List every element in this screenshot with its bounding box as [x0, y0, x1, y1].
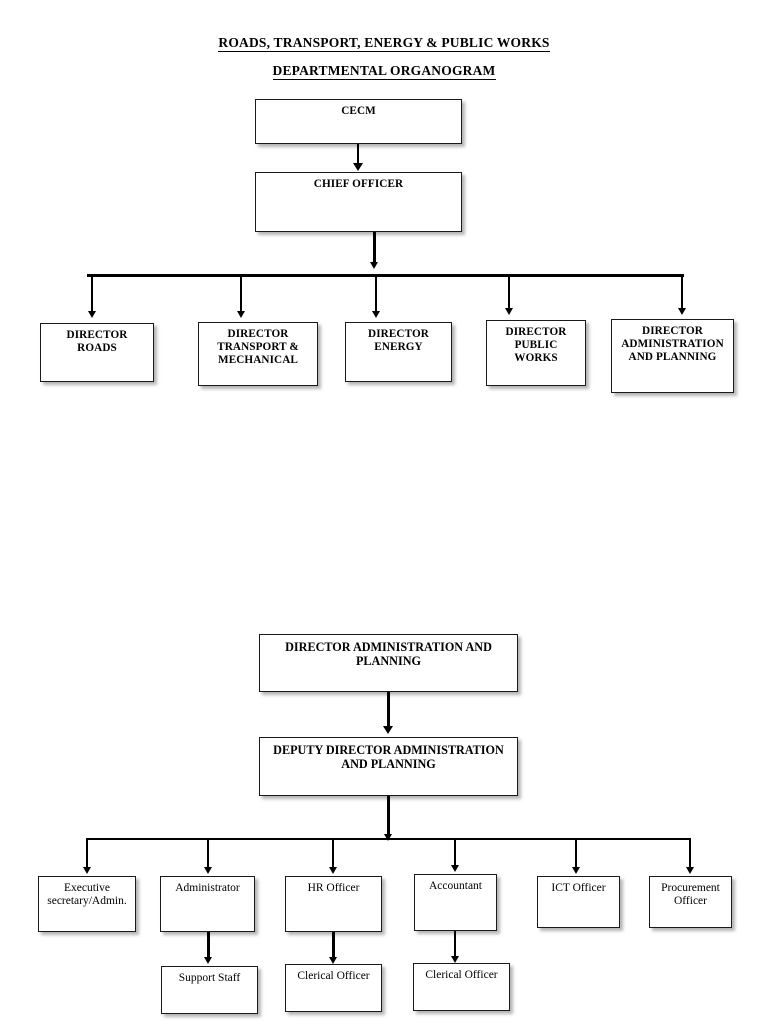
node-director-energy[interactable]: DIRECTOR ENERGY [345, 322, 452, 382]
node-director-administration-planning-label: DIRECTOR ADMINISTRATION AND PLANNING [621, 325, 724, 364]
node-executive-secretary[interactable]: Executive secretary/Admin. [38, 876, 136, 932]
arrowhead-deputy-stem [384, 834, 392, 841]
arrowhead-support-staff [204, 957, 212, 964]
node-accountant[interactable]: Accountant [414, 874, 497, 931]
arrowhead-director-transport [237, 311, 245, 318]
node-director-energy-label: DIRECTOR ENERGY [368, 328, 429, 354]
edge-bus-to-procurement-officer [689, 838, 692, 869]
edge-bus-to-director-transport [240, 274, 243, 313]
edge-bus-to-accountant [454, 838, 457, 867]
arrowhead-administrator [204, 867, 212, 874]
node-clerical-officer-accountant-label: Clerical Officer [425, 969, 498, 981]
edge-bus-to-director-energy [375, 274, 378, 313]
edge-bus-to-executive-secretary [86, 838, 89, 869]
node-admin-director-label: DIRECTOR ADMINISTRATION AND PLANNING [285, 640, 492, 669]
edge-bus-to-director-public-works [508, 274, 511, 310]
edge-admin-director-to-deputy [387, 692, 390, 728]
edge-bus-to-director-roads [91, 274, 94, 313]
arrowhead-director-energy [372, 311, 380, 318]
page-title-line-1-text: ROADS, TRANSPORT, ENERGY & PUBLIC WORKS [218, 35, 550, 52]
node-director-public-works-label: DIRECTOR PUBLIC WORKS [505, 326, 567, 365]
connector-bus-directors [87, 274, 684, 277]
node-hr-officer-label: HR Officer [307, 882, 360, 894]
node-clerical-officer-hr[interactable]: Clerical Officer [285, 964, 382, 1012]
node-admin-deputy-director[interactable]: DEPUTY DIRECTOR ADMINISTRATION AND PLANN… [259, 737, 518, 796]
arrowhead-chief-officer-stem [370, 262, 378, 269]
arrowhead-deputy-director [383, 726, 393, 734]
page-title-line-1: ROADS, TRANSPORT, ENERGY & PUBLIC WORKS [0, 35, 768, 52]
arrowhead-chief-officer [353, 163, 363, 171]
edge-cecm-to-chief-officer [357, 144, 360, 165]
edge-accountant-to-clerical-officer [454, 931, 457, 958]
edge-chief-officer-stem [373, 232, 376, 264]
edge-bus-to-hr-officer [332, 838, 335, 869]
node-director-transport-mechanical[interactable]: DIRECTOR TRANSPORT & MECHANICAL [198, 322, 318, 386]
node-procurement-officer[interactable]: Procurement Officer [649, 876, 732, 928]
arrowhead-director-roads [88, 311, 96, 318]
arrowhead-hr-officer [329, 867, 337, 874]
node-director-roads[interactable]: DIRECTOR ROADS [40, 323, 154, 382]
node-support-staff-label: Support Staff [178, 972, 241, 984]
arrowhead-ict-officer [572, 867, 580, 874]
connector-bus-officers [87, 838, 691, 841]
edge-bus-to-ict-officer [575, 838, 578, 869]
node-accountant-label: Accountant [428, 880, 482, 892]
node-director-transport-mechanical-label: DIRECTOR TRANSPORT & MECHANICAL [217, 328, 299, 367]
page-title-line-2-text: DEPARTMENTAL ORGANOGRAM [272, 63, 496, 80]
node-executive-secretary-label: Executive secretary/Admin. [47, 882, 127, 908]
node-administrator-label: Administrator [175, 882, 240, 894]
edge-deputy-stem [387, 796, 390, 836]
node-director-administration-planning[interactable]: DIRECTOR ADMINISTRATION AND PLANNING [611, 319, 734, 393]
arrowhead-executive-secretary [83, 867, 91, 874]
node-ict-officer[interactable]: ICT Officer [537, 876, 620, 928]
node-procurement-officer-label: Procurement Officer [661, 882, 720, 908]
page-title-line-2: DEPARTMENTAL ORGANOGRAM [0, 63, 768, 80]
node-ict-officer-label: ICT Officer [551, 882, 606, 894]
edge-bus-to-administrator [207, 838, 210, 869]
node-clerical-officer-hr-label: Clerical Officer [297, 970, 370, 982]
node-director-roads-label: DIRECTOR ROADS [66, 329, 128, 355]
node-director-public-works[interactable]: DIRECTOR PUBLIC WORKS [486, 320, 586, 386]
edge-administrator-to-support-staff [207, 932, 210, 959]
arrowhead-director-public-works [505, 308, 513, 315]
arrowhead-clerical-officer-accountant [451, 956, 459, 963]
node-cecm-label: CECM [341, 105, 376, 117]
node-hr-officer[interactable]: HR Officer [285, 876, 382, 932]
node-support-staff[interactable]: Support Staff [161, 966, 258, 1014]
edge-bus-to-director-administration [681, 274, 684, 310]
node-cecm[interactable]: CECM [255, 99, 462, 144]
node-admin-director[interactable]: DIRECTOR ADMINISTRATION AND PLANNING [259, 634, 518, 692]
node-admin-deputy-director-label: DEPUTY DIRECTOR ADMINISTRATION AND PLANN… [273, 743, 504, 772]
arrowhead-director-administration [678, 308, 686, 315]
node-clerical-officer-accountant[interactable]: Clerical Officer [413, 963, 510, 1011]
arrowhead-accountant [451, 865, 459, 872]
edge-hr-officer-to-clerical-officer [332, 932, 335, 959]
node-chief-officer[interactable]: CHIEF OFFICER [255, 172, 462, 232]
node-chief-officer-label: CHIEF OFFICER [313, 178, 404, 190]
node-administrator[interactable]: Administrator [160, 876, 255, 932]
arrowhead-procurement-officer [686, 867, 694, 874]
arrowhead-clerical-officer-hr [329, 957, 337, 964]
